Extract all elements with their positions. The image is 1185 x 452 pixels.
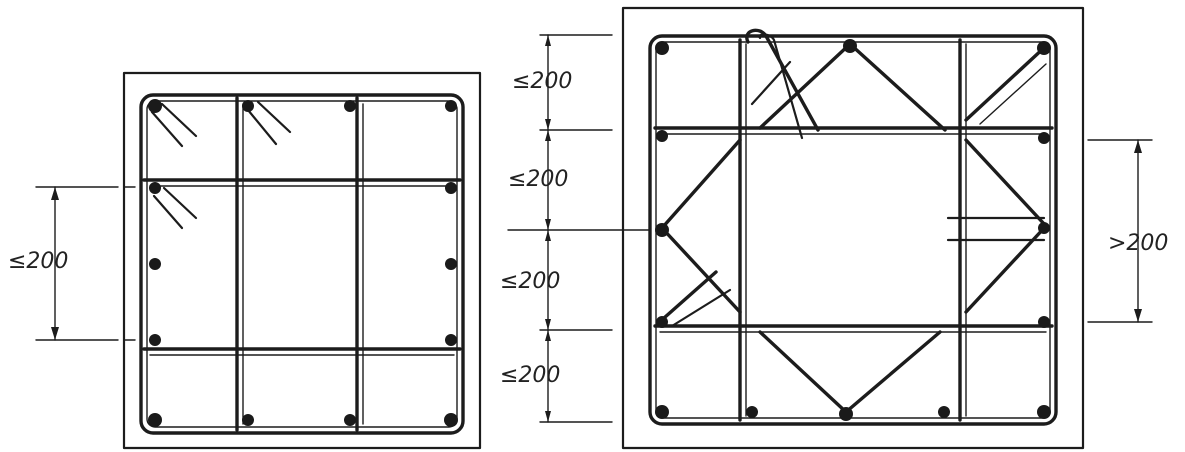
right-column-section: ≤200 ≤200 ≤200 ≤200 >200 (500, 6, 1168, 450)
left-dimension (35, 186, 136, 341)
right-horizontal-ties (653, 126, 1054, 333)
left-longitudinal-bars (148, 99, 458, 427)
left-perimeter-hoop (139, 93, 465, 435)
right-tie-hooks (662, 28, 1046, 328)
right-diamond-ties (660, 42, 1048, 414)
right-dimension-label-1: ≤200 (512, 69, 572, 94)
right-dimension-label-2: ≤200 (508, 167, 568, 192)
left-dimension-label: ≤200 (8, 249, 68, 274)
left-concrete-outline (122, 71, 482, 450)
right-longitudinal-bars (655, 39, 1051, 421)
left-tie-hooks (150, 100, 292, 230)
right-vertical-ties (738, 38, 967, 422)
right-dimension-label-3: ≤200 (500, 269, 560, 294)
left-column-section: ≤200 (8, 71, 482, 450)
right-side-dimension (1087, 139, 1153, 323)
left-horizontal-ties (142, 178, 462, 356)
right-dimension-label-4: ≤200 (500, 363, 560, 388)
right-dimension-chain (507, 34, 651, 423)
right-side-dimension-label: >200 (1108, 231, 1168, 256)
left-vertical-ties (235, 96, 364, 432)
right-concrete-outline (621, 6, 1085, 450)
